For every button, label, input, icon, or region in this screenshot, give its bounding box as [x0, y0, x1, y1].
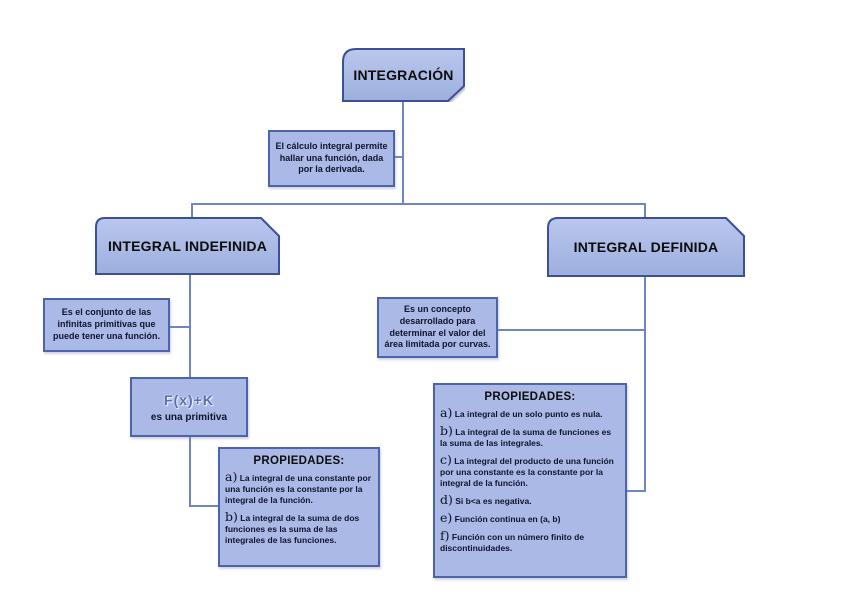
- property-item: b) La integral de la suma de funciones e…: [440, 423, 620, 449]
- indefinida-properties-title: PROPIEDADES:: [253, 455, 345, 467]
- root-node-label: INTEGRACIÓN: [353, 67, 454, 83]
- property-text: La integral de la suma de dos funciones …: [225, 513, 360, 546]
- property-text: La integral de una constante por una fun…: [225, 473, 372, 506]
- property-text: Función con un número finito de disconti…: [440, 532, 585, 554]
- connector-split-horizontal: [191, 203, 646, 205]
- definida-node-label: INTEGRAL DEFINIDA: [573, 239, 719, 255]
- indefinida-properties-list: a) La integral de una constante por una …: [225, 469, 373, 546]
- definida-note-box: Es un concepto desarrollado para determi…: [377, 297, 498, 358]
- root-note-text: El cálculo integral permite hallar una f…: [275, 140, 388, 175]
- property-item: c) La integral del producto de una funci…: [440, 452, 620, 489]
- formula-text: F(x)+K: [164, 391, 214, 408]
- property-item: e) Función continua en (a, b): [440, 512, 620, 525]
- property-item: a) La integral de un solo punto es nula.: [440, 405, 620, 420]
- property-text: La integral de un solo punto es nula.: [452, 409, 603, 419]
- indefinida-properties-box: PROPIEDADES: a) La integral de una const…: [218, 447, 380, 567]
- definida-properties-title: PROPIEDADES:: [484, 391, 576, 403]
- formula-caption: es una primitiva: [150, 411, 228, 423]
- property-letter: a): [440, 405, 453, 420]
- connector-conjunto-horizontal: [170, 326, 191, 328]
- indefinida-note-text: Es el conjunto de las infinitas primitiv…: [52, 307, 160, 341]
- primitiva-formula-box: F(x)+K es una primitiva: [130, 377, 248, 437]
- property-item: d) Si b<a es negativa.: [440, 494, 620, 507]
- property-letter: b): [440, 423, 453, 439]
- definida-note-text: Es un concepto desarrollado para determi…: [384, 304, 491, 350]
- connector-right-drop: [644, 203, 646, 217]
- connector-definida-vertical: [644, 277, 646, 492]
- property-text: La integral del producto de una función …: [440, 456, 614, 489]
- property-text: Función continua en (a, b): [452, 514, 561, 525]
- connector-concepto-horizontal: [498, 329, 646, 331]
- property-item: f) Función con un número finito de disco…: [440, 530, 620, 554]
- property-letter: f): [440, 528, 450, 544]
- indefinida-node-label: INTEGRAL INDEFINIDA: [107, 238, 268, 254]
- connector-propleft-horizontal: [189, 505, 218, 507]
- property-letter: d): [440, 492, 453, 508]
- property-letter: b): [225, 509, 238, 525]
- indefinida-node-shape: [95, 217, 280, 275]
- property-text: La integral de la suma de funciones es l…: [440, 427, 612, 449]
- root-node-shape: [342, 48, 465, 102]
- branch-node-integral-definida: INTEGRAL DEFINIDA: [547, 217, 745, 277]
- property-text: Si b<a es negativa.: [452, 496, 532, 507]
- connector-rootnote-horizontal: [395, 156, 404, 158]
- root-note-box: El cálculo integral permite hallar una f…: [268, 130, 395, 187]
- property-item: a) La integral de una constante por una …: [225, 469, 373, 506]
- root-node-integracion: INTEGRACIÓN: [342, 48, 465, 102]
- connector-fxk-vertical: [189, 437, 191, 507]
- connector-propright-horizontal: [627, 490, 646, 492]
- definida-node-shape: [547, 217, 745, 277]
- definida-properties-list: a) La integral de un solo punto es nula.…: [440, 405, 620, 554]
- branch-node-integral-indefinida: INTEGRAL INDEFINIDA: [95, 217, 280, 275]
- property-item: b) La integral de la suma de dos funcion…: [225, 509, 373, 546]
- connector-left-drop: [191, 203, 193, 217]
- connector-root-vertical: [402, 102, 404, 203]
- property-letter: e): [440, 510, 453, 526]
- property-letter: c): [440, 452, 452, 468]
- indefinida-note-box: Es el conjunto de las infinitas primitiv…: [43, 298, 170, 352]
- definida-properties-box: PROPIEDADES: a) La integral de un solo p…: [433, 383, 627, 578]
- property-letter: a): [225, 469, 238, 484]
